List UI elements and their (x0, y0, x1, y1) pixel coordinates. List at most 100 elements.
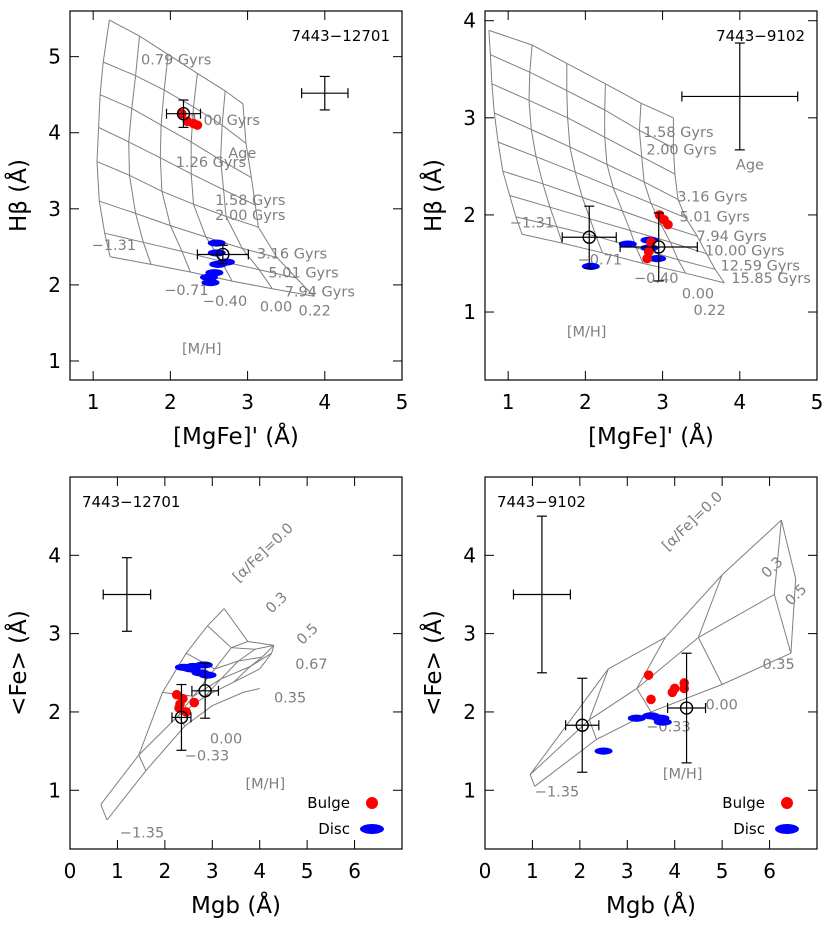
bulge-point (679, 678, 689, 688)
panel-p3: [α/Fe]=0.00.30.50.670.350.00−0.33[M/H]−1… (4, 476, 403, 919)
x-tick-label: 4 (318, 390, 331, 414)
metallicity-line (488, 30, 523, 235)
bulge-point (642, 253, 652, 264)
x-tick-label: 3 (206, 859, 219, 883)
mean-point (565, 677, 600, 773)
legend-label: Bulge (722, 794, 765, 812)
y-tick-label: 4 (48, 543, 61, 567)
disc-point (199, 273, 218, 281)
grid-label: 0.5 (294, 621, 322, 649)
grid-label: 12.59 Gyrs (720, 258, 799, 274)
grid-label: −1.31 (510, 216, 554, 232)
x-axis-label: [MgFe]' (Å) (588, 422, 714, 450)
x-tick-label: 3 (621, 859, 634, 883)
grid-label: [M/H] (182, 341, 222, 357)
plot-frame (69, 10, 403, 381)
grid-label: 0.22 (299, 303, 331, 319)
x-tick-label: 1 (502, 390, 515, 414)
grid-line (697, 574, 723, 685)
panel-title: 7443−12701 (82, 493, 180, 511)
x-axis-label: Mgb (Å) (606, 891, 696, 919)
grid-label: 3.16 Gyrs (677, 189, 747, 205)
grid-label: −1.35 (120, 825, 164, 841)
x-tick-label: 2 (164, 390, 177, 414)
mean-point (666, 652, 707, 764)
y-tick-label: 1 (48, 349, 61, 373)
mean-point (165, 99, 202, 129)
metallicity-line (190, 73, 233, 282)
y-axis-label: <Fe> (Å) (4, 610, 32, 716)
grid-label: 0.35 (762, 657, 794, 673)
typical-error-bar (301, 75, 349, 111)
mean-point (561, 205, 617, 269)
disc-point (653, 718, 672, 726)
typical-error-bar (102, 557, 152, 632)
age-line (103, 61, 247, 144)
panel-title: 7443−9102 (497, 493, 586, 511)
x-tick-label: 3 (656, 390, 669, 414)
age-line (497, 141, 686, 219)
age-line (96, 161, 259, 228)
grid-label: 0.3 (759, 554, 787, 582)
grid-label: 0.22 (693, 303, 725, 319)
y-axis-label: Hβ (Å) (4, 159, 32, 232)
grid-label: 0.67 (295, 657, 327, 673)
grid-label: 0.00 (682, 286, 714, 302)
plot-frame (484, 10, 818, 381)
age-line (490, 54, 674, 149)
disc-point (594, 747, 613, 755)
disc-point (181, 665, 200, 673)
grid-label: 2.00 Gyrs (215, 208, 285, 224)
typical-error-bar (681, 42, 799, 151)
grid-line (204, 648, 256, 697)
y-tick-label: 2 (48, 273, 61, 297)
grid-line (529, 774, 536, 787)
grid-line (773, 520, 792, 654)
disc-point (201, 279, 220, 287)
age-line (521, 233, 725, 284)
model-grid (96, 19, 315, 297)
metallicity-line (672, 117, 725, 284)
grid-label: 2.00 Gyrs (646, 143, 716, 159)
x-tick-label: 4 (253, 859, 266, 883)
grid-line (529, 594, 775, 775)
grid-label: 5.01 Gyrs (268, 265, 338, 281)
grid-label: 0.00 (210, 731, 242, 747)
grid-label: 0.00 (706, 698, 738, 714)
disc-point (627, 714, 646, 722)
y-tick-label: 4 (463, 543, 476, 567)
disc-point (198, 671, 217, 679)
bulge-point (192, 120, 203, 130)
x-axis-label: Mgb (Å) (191, 891, 281, 919)
disc-point (618, 240, 637, 248)
model-grid (529, 519, 797, 787)
x-tick-label: 2 (579, 390, 592, 414)
grid-label: −0.40 (634, 271, 678, 287)
grid-line (138, 754, 147, 771)
metallicity-line (159, 54, 191, 273)
grid-label: Age (228, 146, 256, 162)
age-line (491, 83, 676, 175)
x-tick-label: 4 (733, 390, 746, 414)
y-axis-label: Hβ (Å) (419, 159, 447, 232)
x-tick-label: 2 (158, 859, 171, 883)
y-tick-label: 5 (48, 45, 61, 69)
grid-line (223, 608, 274, 646)
grid-label: 15.85 Gyrs (731, 271, 810, 287)
grid-label: 0.5 (783, 582, 811, 610)
metallicity-line (566, 63, 603, 253)
grid-label: [M/H] (245, 777, 285, 793)
grid-label: [M/H] (567, 324, 607, 340)
legend-marker (781, 797, 793, 809)
y-tick-label: 1 (463, 300, 476, 324)
bulge-point (189, 697, 200, 708)
x-tick-label: 5 (396, 390, 409, 414)
age-line (494, 112, 679, 200)
grid-label: [M/H] (663, 767, 703, 783)
panel-p4: [α/Fe]=0.00.30.50.350.00−0.33[M/H]−1.350… (419, 476, 818, 919)
plot-frame (484, 476, 818, 850)
x-tick-label: 5 (301, 859, 314, 883)
